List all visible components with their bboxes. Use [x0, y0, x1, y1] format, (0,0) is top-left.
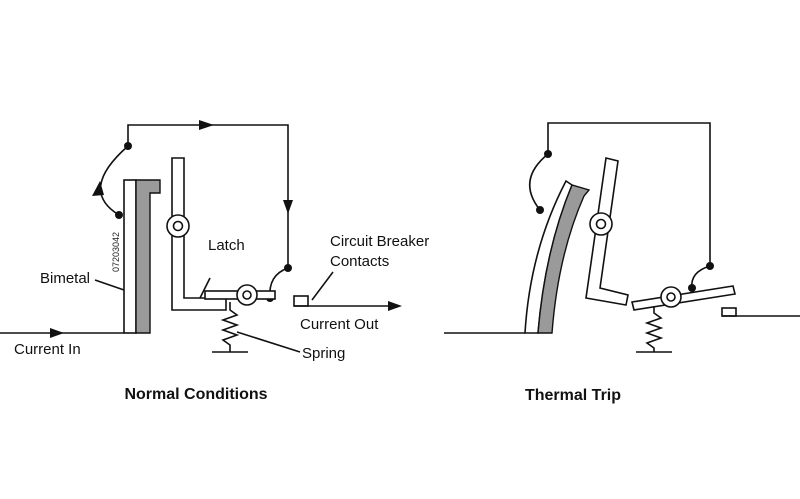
latch-leader: [199, 277, 211, 299]
current-in-label: Current In: [14, 341, 81, 358]
normal-conditions-panel: Bimetal Current In Latch Circuit Breaker…: [0, 120, 429, 403]
thermal-contact-arc: [691, 265, 711, 289]
current-out-arrow: [388, 301, 402, 311]
figure-code: 07203042: [111, 232, 121, 272]
latch-pivot-inner: [172, 220, 184, 232]
bimetal-white-layer: [123, 179, 137, 334]
contacts-label-line2: Contacts: [330, 253, 389, 270]
thermal-contact-pivot-inner: [666, 292, 676, 302]
bimetal-pivot-dot-lower: [115, 211, 123, 219]
thermal-contact-arm: [631, 285, 736, 311]
contacts-label-line1: Circuit Breaker: [330, 233, 429, 250]
thermal-latch-pivot-inner: [595, 218, 607, 230]
loop-arrow-top: [199, 120, 214, 130]
loop-arrow-down: [283, 200, 293, 214]
thermal-contact-dot-lower: [688, 284, 696, 292]
current-in-arrow: [50, 328, 64, 338]
bimetal-grey-layer: [135, 179, 161, 334]
normal-conditions-caption: Normal Conditions: [124, 386, 267, 403]
thermal-contact-dot-upper: [706, 262, 714, 270]
thermal-spring-coil: [644, 306, 664, 352]
contact-dot-upper: [284, 264, 292, 272]
thermal-bimetal-arc: [528, 153, 549, 211]
fixed-contact: [293, 295, 309, 307]
spring-leader: [236, 331, 301, 353]
thermal-trip-panel: Thermal Trip: [444, 122, 800, 404]
contacts-leader: [311, 271, 334, 301]
current-out-label: Current Out: [300, 316, 379, 333]
thermal-fixed-contact: [721, 307, 737, 317]
bimetal-leader: [94, 279, 125, 291]
contact-arm-pivot-inner: [242, 290, 252, 300]
thermal-dot-lower: [536, 206, 544, 214]
spring-label: Spring: [302, 345, 345, 362]
thermal-trip-caption: Thermal Trip: [525, 387, 621, 404]
spring-coil: [220, 302, 240, 352]
thermal-bimetal-grey-layer: [537, 184, 591, 334]
bimetal-label: Bimetal: [40, 270, 90, 287]
latch-label: Latch: [208, 237, 245, 254]
thermal-current-loop: [547, 122, 711, 266]
bimetal-flex-arrow: [92, 181, 104, 196]
